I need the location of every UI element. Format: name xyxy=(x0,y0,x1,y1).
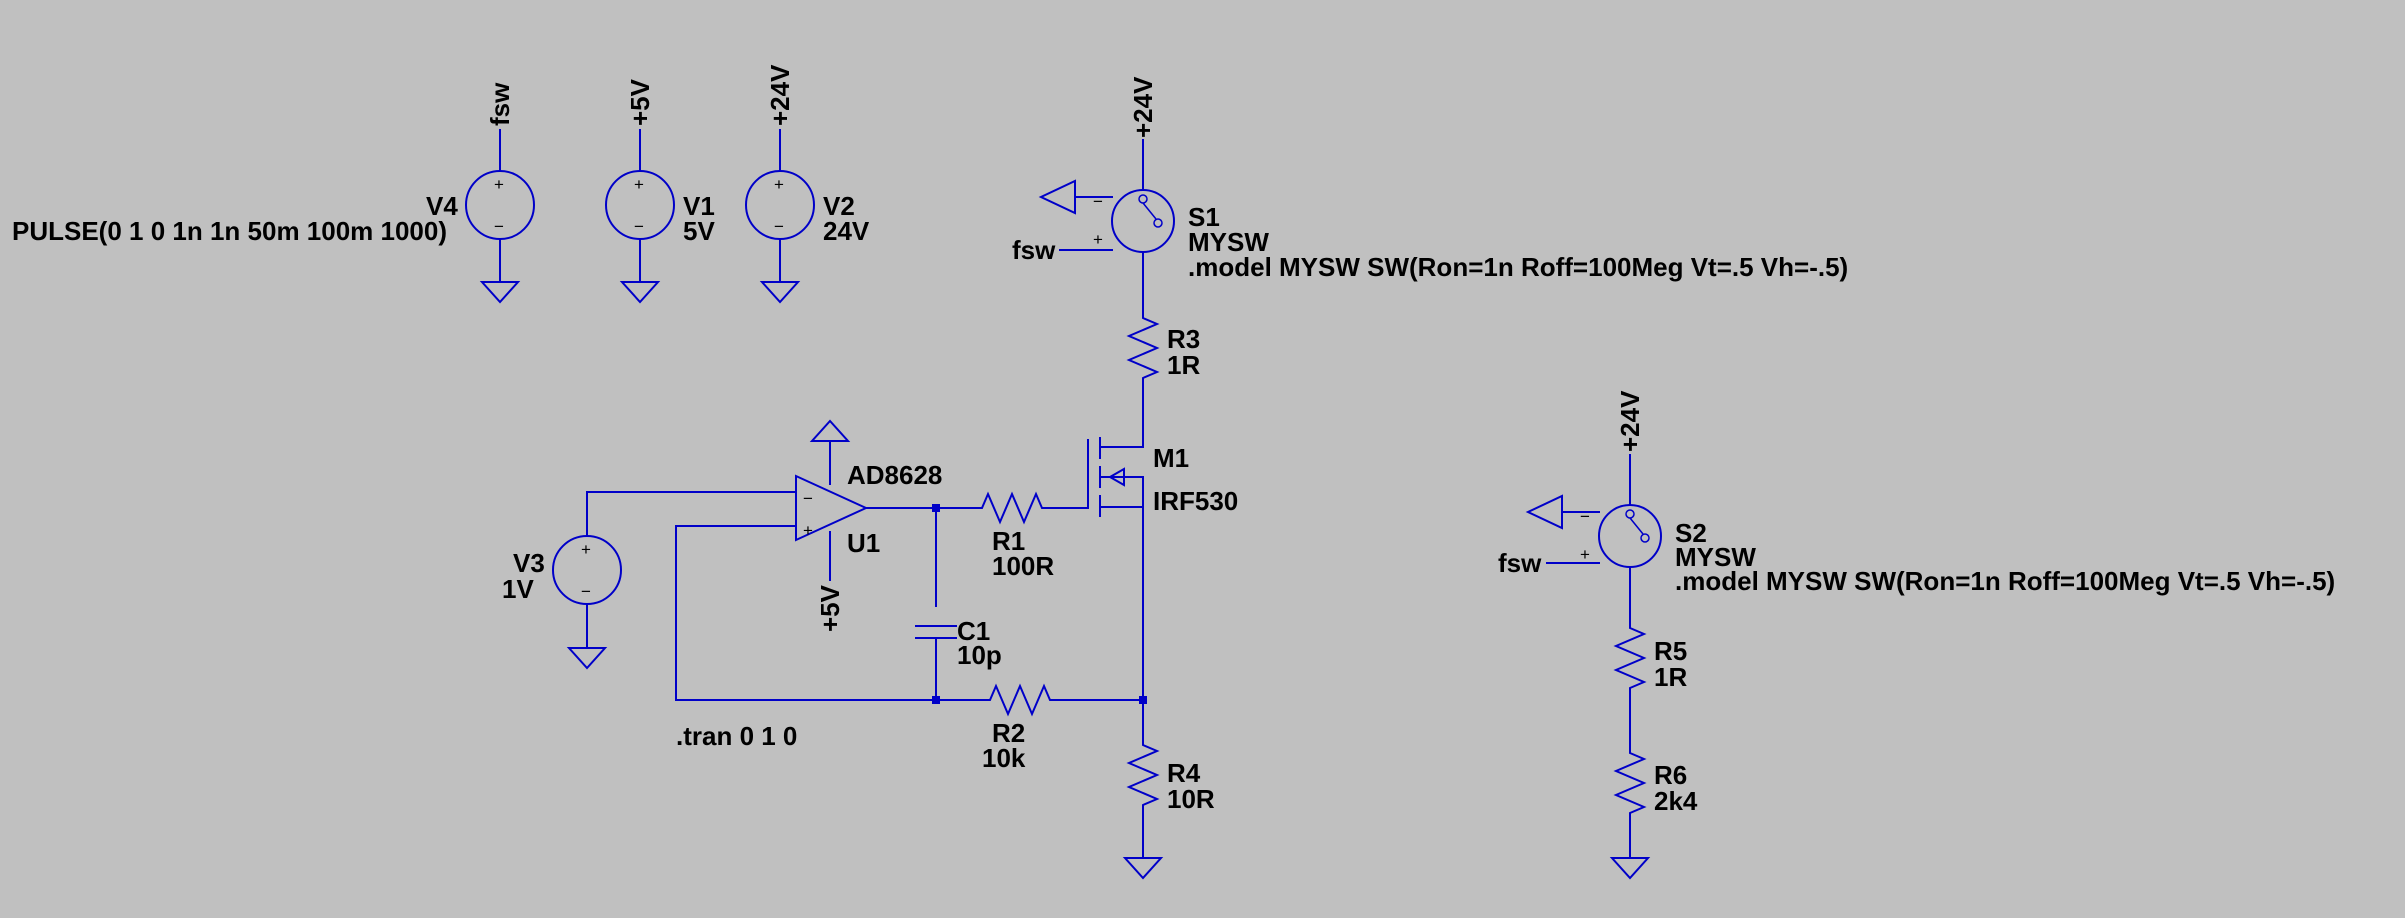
r1-value: 100R xyxy=(992,551,1054,581)
m1-part: IRF530 xyxy=(1153,486,1238,516)
ground-icon xyxy=(1122,857,1164,880)
resistor-r4[interactable]: R4 10R xyxy=(1122,699,1215,880)
v2-ref: V2 xyxy=(823,191,855,221)
c1-value: 10p xyxy=(957,640,1002,670)
svg-text:−: − xyxy=(634,217,644,236)
r1-ref: R1 xyxy=(992,526,1025,556)
ground-icon xyxy=(1525,494,1563,530)
svg-text:+: + xyxy=(494,175,504,194)
svg-text:−: − xyxy=(803,489,813,508)
net-label-fsw: fsw xyxy=(1012,235,1056,265)
r4-ref: R4 xyxy=(1167,758,1201,788)
r3-value: 1R xyxy=(1167,350,1200,380)
resistor-r6[interactable]: R6 2k4 xyxy=(1609,744,1698,880)
svg-text:−: − xyxy=(1580,507,1590,526)
svg-text:+: + xyxy=(1093,230,1103,249)
r3-ref: R3 xyxy=(1167,324,1200,354)
u1-ref: U1 xyxy=(847,528,880,558)
s1-model: MYSW xyxy=(1188,227,1269,257)
feedback-wire xyxy=(675,507,937,701)
resistor-r1[interactable]: R1 100R xyxy=(935,491,1089,581)
s1-ref: S1 xyxy=(1188,202,1220,232)
resistor-r5[interactable]: R5 1R xyxy=(1613,619,1687,746)
svg-text:+: + xyxy=(803,521,813,540)
u1-part: AD8628 xyxy=(847,460,942,490)
svg-text:−: − xyxy=(1093,192,1103,211)
net-label-plus5v: +5V xyxy=(625,78,655,126)
v2-value: 24V xyxy=(823,216,870,246)
net-label-plus24v: +24V xyxy=(1128,76,1158,138)
ground-icon xyxy=(1609,857,1651,880)
svg-text:+: + xyxy=(1580,545,1590,564)
capacitor-c1[interactable]: C1 10p xyxy=(915,616,1002,701)
v1-value: 5V xyxy=(683,216,715,246)
voltage-switch-s1[interactable]: − + +24V fsw S1 MYSW .model MYSW SW(Ron=… xyxy=(1012,76,1848,311)
resistor-r3[interactable]: R3 1R xyxy=(1126,309,1200,431)
svg-text:−: − xyxy=(581,582,591,601)
resistor-r2[interactable]: R2 10k xyxy=(935,683,1144,773)
net-label-fsw: fsw xyxy=(1498,548,1542,578)
r2-ref: R2 xyxy=(992,718,1025,748)
r5-value: 1R xyxy=(1654,662,1687,692)
svg-text:−: − xyxy=(774,217,784,236)
v1-ref: V1 xyxy=(683,191,715,221)
s1-model-directive: .model MYSW SW(Ron=1n Roff=100Meg Vt=.5 … xyxy=(1188,252,1848,282)
svg-text:+: + xyxy=(774,175,784,194)
s2-model: MYSW xyxy=(1675,542,1756,572)
junction-dot xyxy=(932,696,940,704)
net-label-plus24v: +24V xyxy=(765,64,795,126)
v4-ref: V4 xyxy=(426,191,458,221)
voltage-source-v2[interactable]: + − +24V V2 24V xyxy=(745,64,870,304)
r6-value: 2k4 xyxy=(1654,786,1698,816)
r5-ref: R5 xyxy=(1654,636,1687,666)
net-label-fsw: fsw xyxy=(485,82,515,126)
ground-icon xyxy=(809,419,851,442)
r6-ref: R6 xyxy=(1654,760,1687,790)
v3-value: 1V xyxy=(502,574,534,604)
ground-icon xyxy=(759,281,801,304)
tran-directive: .tran 0 1 0 xyxy=(676,721,797,751)
s2-model-directive: .model MYSW SW(Ron=1n Roff=100Meg Vt=.5 … xyxy=(1675,566,2335,596)
v4-value: PULSE(0 1 0 1n 1n 50m 100m 1000) xyxy=(12,216,447,246)
v3-ref: V3 xyxy=(513,548,545,578)
r2-value: 10k xyxy=(982,743,1026,773)
c1-ref: C1 xyxy=(957,616,990,646)
svg-text:+: + xyxy=(581,540,591,559)
net-label-plus5v: +5V xyxy=(815,584,845,632)
net-label-plus24v: +24V xyxy=(1615,390,1645,452)
voltage-source-v1[interactable]: + − +5V V1 5V xyxy=(605,78,715,304)
voltage-source-v4[interactable]: + − fsw V4 PULSE(0 1 0 1n 1n 50m 100m 10… xyxy=(12,82,535,304)
junction-dot xyxy=(1139,696,1147,704)
s2-ref: S2 xyxy=(1675,518,1707,548)
junction-dot xyxy=(932,504,940,512)
ground-icon xyxy=(479,281,521,304)
mosfet-m1[interactable]: M1 IRF530 xyxy=(1087,429,1238,701)
m1-ref: M1 xyxy=(1153,443,1189,473)
ground-icon xyxy=(1038,179,1076,215)
ground-icon xyxy=(566,647,608,670)
ground-icon xyxy=(619,281,661,304)
opamp-u1[interactable]: − + AD8628 U1 +5V xyxy=(795,419,942,632)
voltage-source-v3[interactable]: + − V3 1V xyxy=(502,491,797,670)
voltage-switch-s2[interactable]: − + +24V fsw S2 MYSW .model MYSW SW(Ron=… xyxy=(1498,390,2335,621)
svg-text:+: + xyxy=(634,175,644,194)
svg-text:−: − xyxy=(494,217,504,236)
r4-value: 10R xyxy=(1167,784,1215,814)
